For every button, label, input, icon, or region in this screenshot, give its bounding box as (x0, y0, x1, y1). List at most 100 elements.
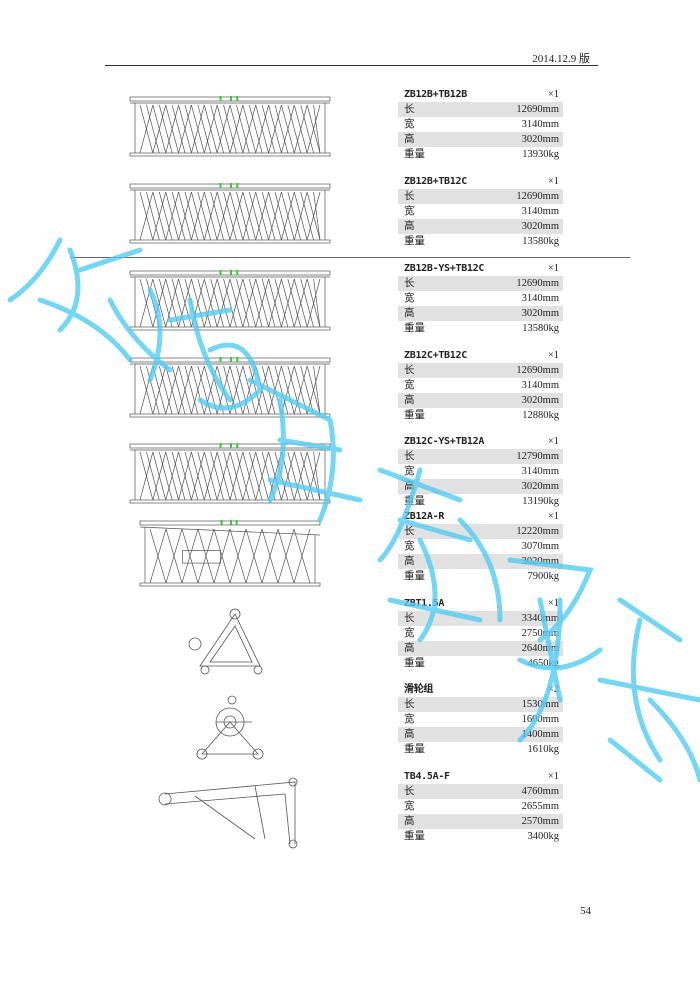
spec-label: 高 (404, 134, 415, 145)
component-drawing (129, 183, 331, 244)
component-name: ZB12B-YS+TB12C (404, 263, 485, 274)
spec-row-weight: 重量 7900kg (398, 569, 563, 584)
component-name: ZB12B+TB12C (404, 176, 467, 187)
spec-row-length: 长 12220mm (398, 524, 563, 539)
spec-label: 重量 (404, 323, 425, 334)
watermark-strokes (7, 237, 700, 783)
spec-label: 宽 (404, 714, 415, 725)
spec-value: 12690mm (516, 104, 559, 115)
quantity: ×1 (547, 350, 559, 361)
spec-value: 3140mm (521, 206, 559, 217)
component-name: ZB12C+TB12C (404, 350, 467, 361)
spec-label: 高 (404, 556, 415, 567)
spec-label: 宽 (404, 293, 415, 304)
spec-label: 长 (404, 526, 415, 537)
spec-label: 重量 (404, 658, 425, 669)
spec-label: 宽 (404, 119, 415, 130)
spec-value: 3400kg (527, 831, 560, 842)
spec-title-row: ZB12C-YS+TB12A×1 (398, 434, 563, 449)
spec-value: 3140mm (521, 380, 559, 391)
spec-label: 重量 (404, 831, 425, 842)
component-name: TB4.5A-F (404, 771, 450, 782)
spec-row-width: 宽 3140mm (398, 464, 563, 479)
component-name: 滑轮组 (404, 684, 434, 695)
spec-title-row: ZB12B-YS+TB12C×1 (398, 261, 563, 276)
spec-value: 12220mm (516, 526, 559, 537)
spec-row-weight: 重量 3400kg (398, 829, 563, 844)
component-drawing (129, 270, 331, 331)
spec-label: 高 (404, 481, 415, 492)
section-divider (70, 257, 630, 258)
component-drawing (129, 357, 331, 418)
spec-value: 3140mm (521, 466, 559, 477)
spec-value: 3340mm (521, 613, 559, 624)
spec-label: 高 (404, 816, 415, 827)
spec-row-height: 高 1400mm (398, 727, 563, 742)
spec-title-row: ZB12B+TB12B×1 (398, 87, 563, 102)
spec-label: 宽 (404, 466, 415, 477)
spec-label: 宽 (404, 380, 415, 391)
spec-label: 高 (404, 395, 415, 406)
spec-row-width: 宽 1600mm (398, 712, 563, 727)
spec-title-row: ZBT1.5A×1 (398, 596, 563, 611)
spec-row-width: 宽 3140mm (398, 378, 563, 393)
spec-value: 1600mm (521, 714, 559, 725)
spec-label: 宽 (404, 801, 415, 812)
spec-value: 3020mm (521, 556, 559, 567)
spec-label: 长 (404, 278, 415, 289)
spec-label: 长 (404, 613, 415, 624)
spec-value: 1530mm (521, 699, 559, 710)
spec-label: 高 (404, 643, 415, 654)
spec-value: 12790mm (516, 451, 559, 462)
spec-value: 3140mm (521, 293, 559, 304)
spec-label: 重量 (404, 571, 425, 582)
spec-value: 13930kg (522, 149, 559, 160)
spec-value: 2570mm (521, 816, 559, 827)
spec-label: 重量 (404, 410, 425, 421)
spec-label: 长 (404, 365, 415, 376)
spec-value: 12690mm (516, 191, 559, 202)
spec-value: 7900kg (527, 571, 560, 582)
component-drawing (129, 443, 331, 504)
spec-value: 1400mm (521, 729, 559, 740)
spec-value: 2750mm (521, 628, 559, 639)
spec-value: 4650kg (527, 658, 560, 669)
spec-value: 2640mm (521, 643, 559, 654)
spec-label: 长 (404, 104, 415, 115)
spec-value: 13190kg (522, 496, 559, 507)
component-name: ZB12A-R (404, 511, 445, 522)
component-drawing (139, 520, 321, 587)
component-drawing (188, 608, 263, 675)
quantity: ×1 (547, 771, 559, 782)
quantity: ×1 (547, 511, 559, 522)
spec-row-length: 长 12690mm (398, 102, 563, 117)
spec-label: 高 (404, 729, 415, 740)
spec-row-weight: 重量 4650kg (398, 656, 563, 671)
spec-value: 3070mm (521, 541, 559, 552)
spec-label: 重量 (404, 744, 425, 755)
quantity: ×1 (547, 89, 559, 100)
spec-value: 2655mm (521, 801, 559, 812)
spec-label: 高 (404, 221, 415, 232)
spec-row-width: 宽 3140mm (398, 291, 563, 306)
spec-value: 12690mm (516, 365, 559, 376)
spec-label: 长 (404, 699, 415, 710)
